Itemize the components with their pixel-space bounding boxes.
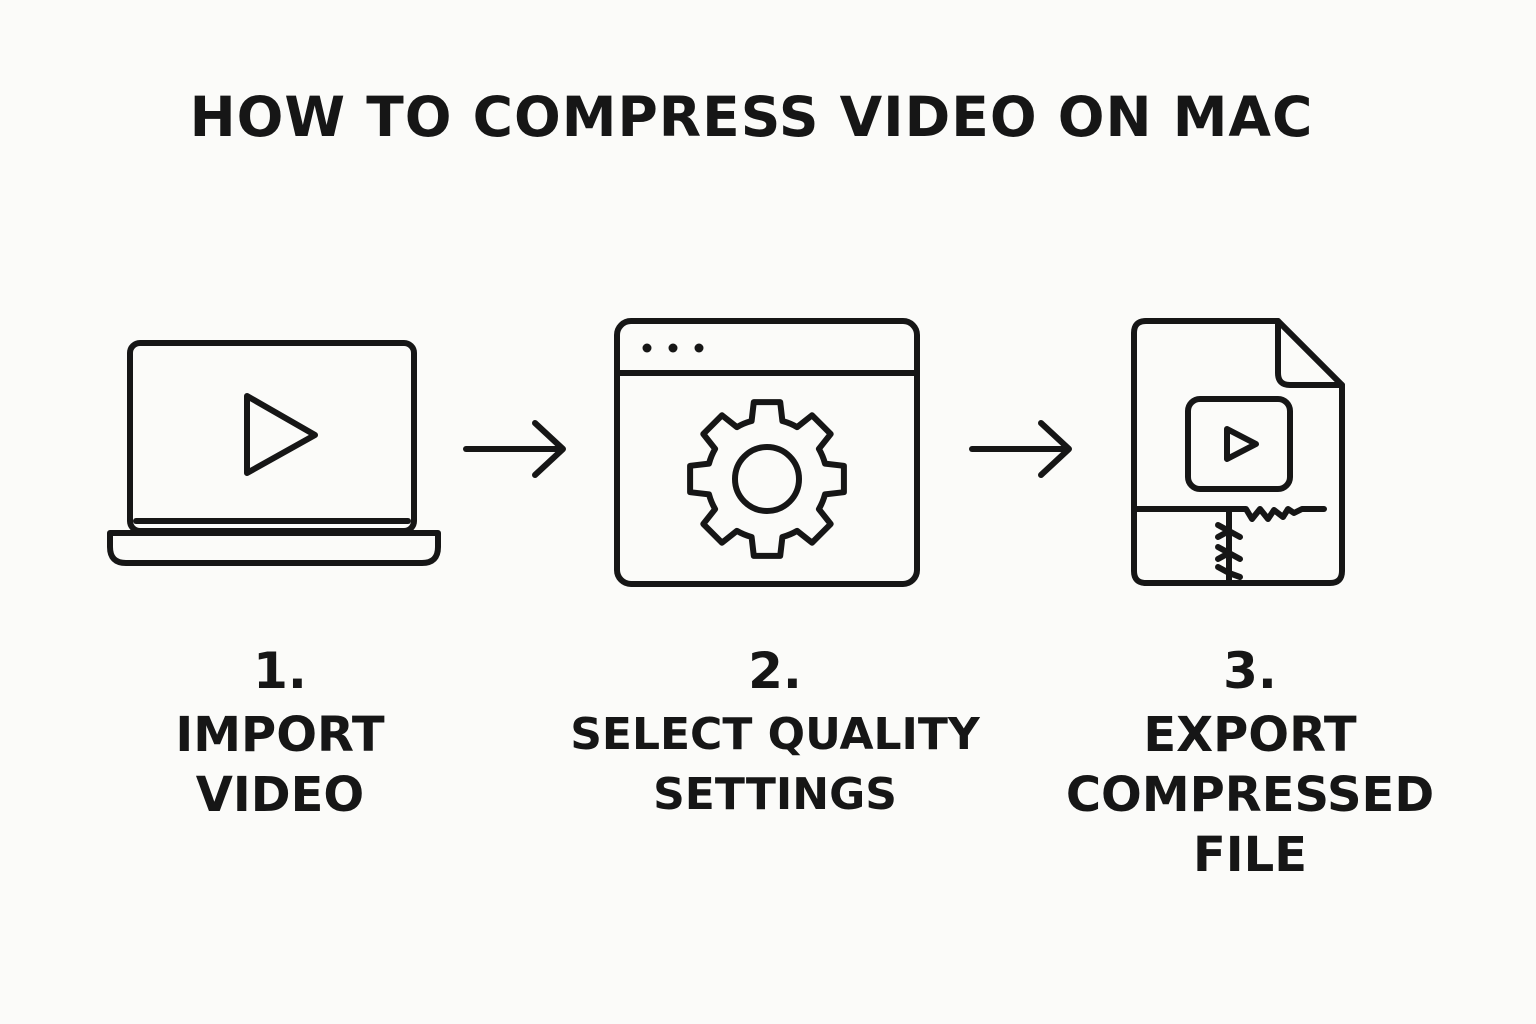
laptop-base <box>110 533 438 563</box>
file-corner-fold <box>1278 321 1342 385</box>
gear-icon <box>690 402 844 556</box>
step-label: IMPORT VIDEO <box>175 707 385 823</box>
arrow-right-icon <box>966 415 1078 485</box>
zipper-teeth <box>1218 525 1240 577</box>
zip-video-file-icon <box>1128 315 1350 590</box>
file-outline <box>1134 321 1342 583</box>
laptop-screen <box>130 343 414 531</box>
step-number: 3. <box>1223 642 1277 700</box>
browser-gear-icon <box>610 315 925 590</box>
step-3: 3. EXPORT COMPRESSED FILE <box>1060 643 1440 885</box>
zipper-line <box>1232 509 1324 519</box>
step-2: 2. SELECT QUALITY SETTINGS <box>570 643 980 825</box>
step-label: EXPORT COMPRESSED FILE <box>1065 707 1435 883</box>
video-frame <box>1188 399 1290 489</box>
step-number: 1. <box>253 642 307 700</box>
play-icon <box>247 396 315 473</box>
step-label: SELECT QUALITY SETTINGS <box>570 709 980 820</box>
play-icon <box>1227 429 1256 459</box>
laptop-play-icon <box>100 335 450 575</box>
window-dot <box>642 343 652 353</box>
step-1: 1. IMPORT VIDEO <box>130 643 430 825</box>
step-number: 2. <box>748 642 802 700</box>
window-dot <box>668 343 678 353</box>
arrow-right-icon <box>460 415 572 485</box>
browser-window <box>617 321 917 584</box>
window-dot <box>694 343 704 353</box>
page-title: HOW TO COMPRESS VIDEO ON MAC <box>189 85 1314 149</box>
